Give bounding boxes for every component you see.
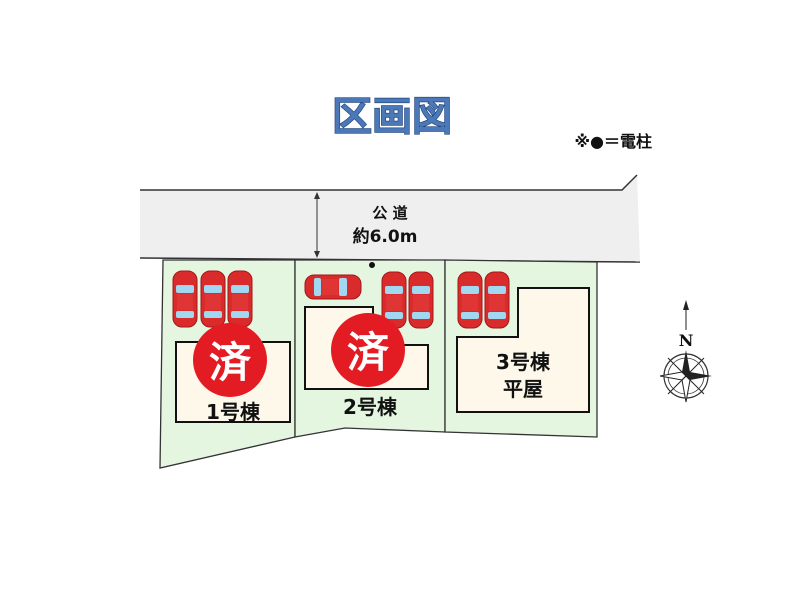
sold-stamp-lot-2: 済 <box>331 313 405 387</box>
utility-pole-legend: ※●＝電柱 <box>574 132 652 151</box>
house-1-label: 1号棟 <box>206 400 261 424</box>
car-icon <box>227 270 253 328</box>
sold-stamp-lot-1: 済 <box>193 323 267 397</box>
car-icon <box>200 270 226 328</box>
svg-text:済: 済 <box>209 338 252 387</box>
compass-icon: N <box>659 300 712 403</box>
house-2-label: 2号棟 <box>343 395 398 419</box>
page-title: 区画図 <box>332 94 452 140</box>
car-icon <box>457 271 483 329</box>
car-icon <box>172 270 198 328</box>
house-3-type: 平屋 <box>503 377 543 401</box>
car-icon <box>408 271 434 329</box>
road-width: 約6.0m <box>353 226 418 247</box>
house-3-label: 3号棟 <box>496 350 551 374</box>
car-icon <box>304 274 362 300</box>
house-3 <box>456 287 590 413</box>
road-name: 公 道 <box>372 204 407 222</box>
compass-north-label: N <box>679 331 694 350</box>
public-road: 公 道 約6.0m <box>139 174 641 263</box>
svg-text:済: 済 <box>347 328 390 377</box>
utility-pole-icon <box>369 262 375 268</box>
car-icon <box>484 271 510 329</box>
